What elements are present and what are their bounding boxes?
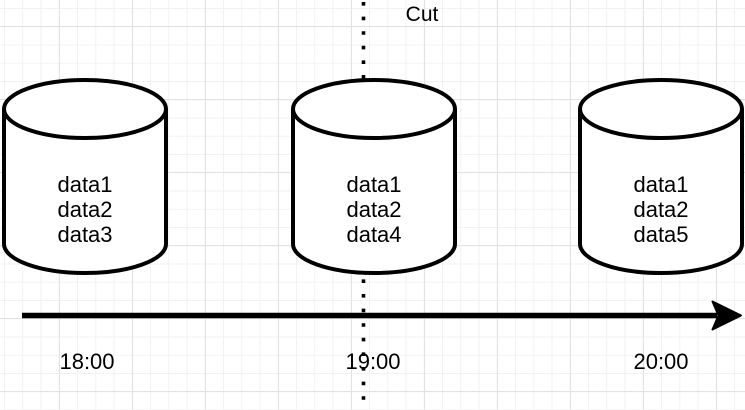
database-2-line-2: data2 bbox=[346, 197, 402, 222]
database-1-line-3: data3 bbox=[57, 222, 113, 247]
database-cylinder-1 bbox=[2, 78, 168, 275]
database-3-label: data1 data2 data5 bbox=[578, 172, 744, 247]
database-1-label: data1 data2 data3 bbox=[2, 172, 168, 247]
cylinder-top bbox=[291, 78, 457, 140]
database-3-line-3: data5 bbox=[633, 222, 689, 247]
timeline-arrow bbox=[22, 300, 742, 331]
time-label-2000: 20:00 bbox=[633, 349, 689, 374]
database-cylinder-2 bbox=[291, 78, 457, 275]
database-3-line-2: data2 bbox=[633, 197, 689, 222]
cylinder-top bbox=[2, 78, 168, 140]
database-3-line-1: data1 bbox=[633, 172, 689, 197]
database-cylinder-3 bbox=[578, 78, 744, 275]
database-1-line-1: data1 bbox=[57, 172, 113, 197]
cylinder-body bbox=[2, 109, 168, 275]
timeline-arrowhead bbox=[711, 300, 742, 331]
time-label-1900: 19:00 bbox=[345, 349, 401, 374]
database-2-line-3: data4 bbox=[346, 222, 402, 247]
database-2-line-1: data1 bbox=[346, 172, 402, 197]
cut-label: Cut bbox=[405, 3, 439, 26]
cylinder-body bbox=[291, 109, 457, 275]
cylinder-top bbox=[578, 78, 744, 140]
database-2-label: data1 data2 data4 bbox=[291, 172, 457, 247]
cylinder-body bbox=[578, 109, 744, 275]
time-label-1800: 18:00 bbox=[59, 349, 115, 374]
database-1-line-2: data2 bbox=[57, 197, 113, 222]
